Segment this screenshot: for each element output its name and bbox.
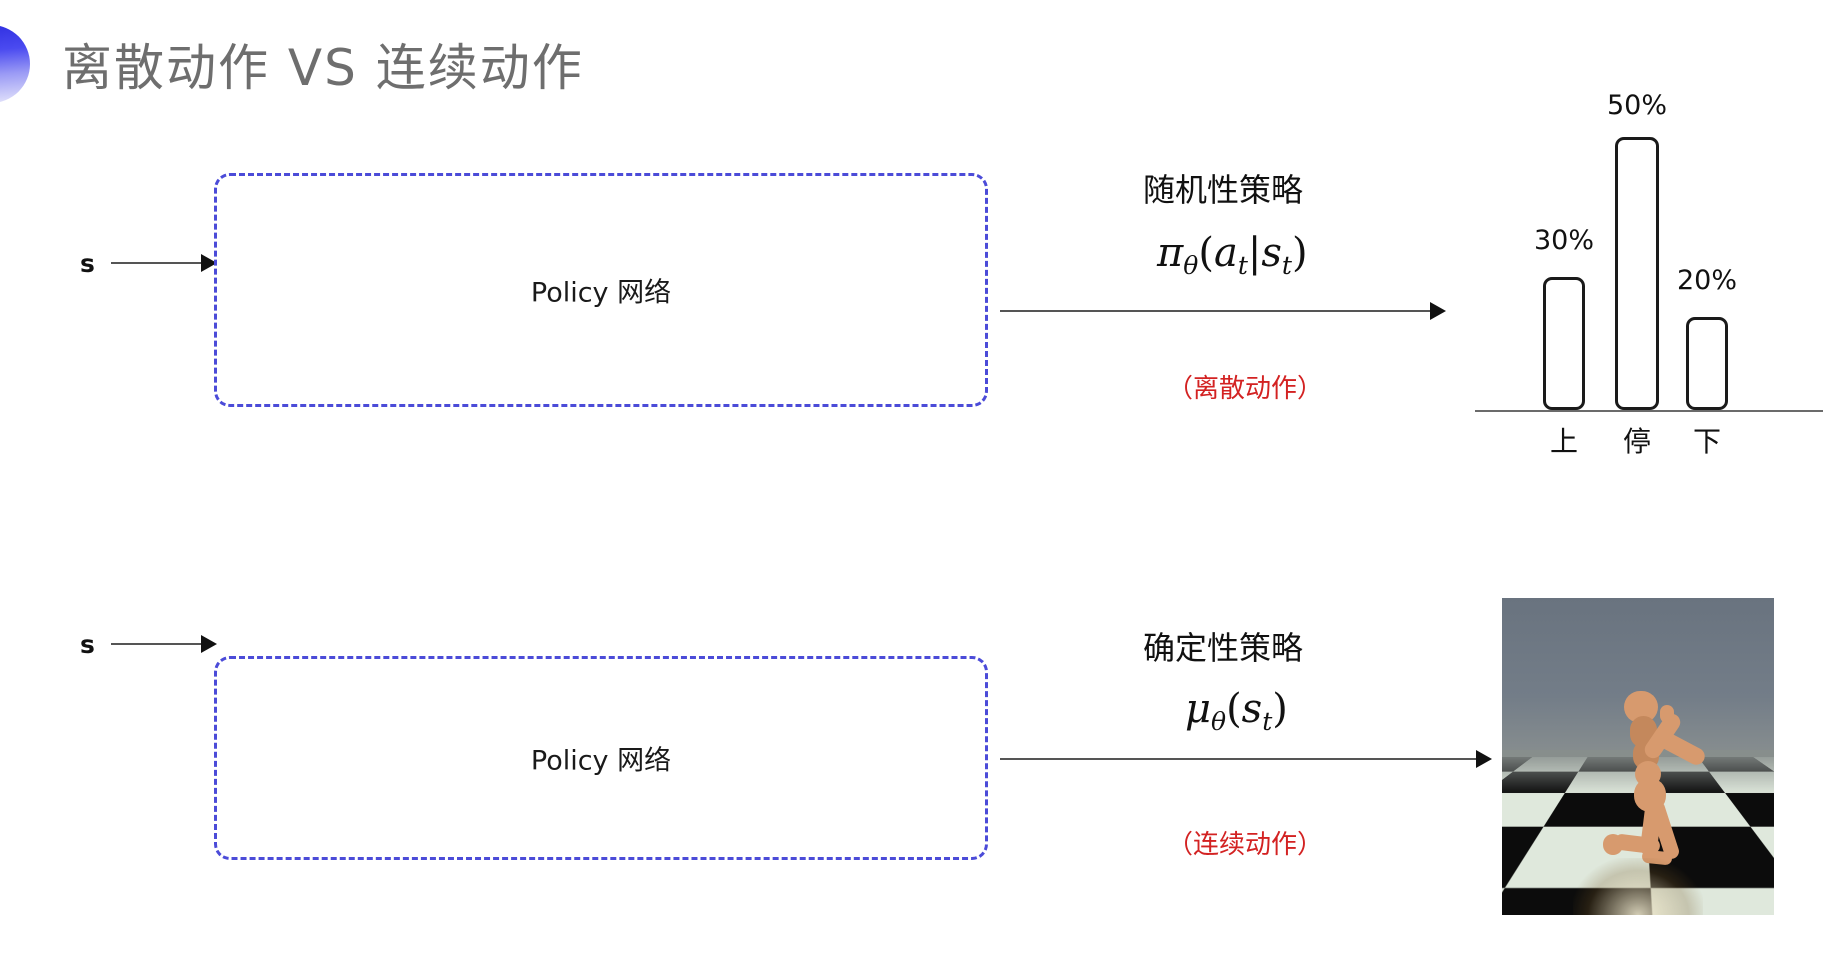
page-title: 离散动作 VS 连续动作 <box>62 39 584 97</box>
formula-a-discrete: a <box>1213 230 1238 276</box>
input-state-label-discrete: s <box>80 249 95 278</box>
bar-value-up: 30% <box>1533 225 1594 256</box>
policy-type-label-discrete: 随机性策略 <box>1143 171 1304 209</box>
bar-down[interactable] <box>1686 317 1728 410</box>
continuous-action-note: （连续动作） <box>1167 830 1324 860</box>
bar-stay[interactable] <box>1615 137 1659 410</box>
output-arrow-line-discrete <box>1000 310 1434 312</box>
half-circle-gradient-icon <box>0 25 30 103</box>
input-state-label-continuous: s <box>80 630 95 659</box>
formula-theta-continuous: θ <box>1211 707 1227 736</box>
policy-network-label-discrete: Policy 网络 <box>530 277 672 309</box>
formula-open-paren-discrete: ( <box>1198 230 1214 276</box>
formula-a-sub-discrete: t <box>1237 251 1248 280</box>
humanoid-hand <box>1660 705 1674 723</box>
sim-floor-reflection <box>1572 857 1704 915</box>
formula-s-discrete: s <box>1261 230 1282 276</box>
humanoid-simulation-image <box>1502 598 1774 915</box>
input-arrow-line-continuous <box>111 643 206 645</box>
policy-network-box-continuous[interactable]: Policy 网络 <box>214 656 988 860</box>
formula-mu-continuous: μ <box>1185 686 1211 732</box>
policy-network-box-discrete[interactable]: Policy 网络 <box>214 173 988 407</box>
chart-baseline-axis <box>1475 410 1823 412</box>
formula-bar-discrete: | <box>1247 230 1262 276</box>
formula-continuous: μθ(st) <box>1185 686 1288 736</box>
formula-pi-discrete: π <box>1157 230 1184 276</box>
discrete-action-note: （离散动作） <box>1167 374 1324 404</box>
formula-close-paren-continuous: ) <box>1272 686 1288 732</box>
formula-discrete: πθ(at|st) <box>1157 230 1308 280</box>
output-arrow-head-continuous <box>1476 750 1492 768</box>
formula-close-paren-discrete: ) <box>1291 230 1308 276</box>
input-arrow-line-discrete <box>111 262 206 264</box>
bar-category-down: 下 <box>1692 425 1721 458</box>
output-arrow-head-discrete <box>1430 302 1446 320</box>
formula-s-continuous: s <box>1241 686 1263 732</box>
bar-value-down: 20% <box>1676 265 1737 296</box>
humanoid-foot-back <box>1603 834 1623 855</box>
action-probability-bar-chart: 30% 上 50% 停 20% 下 <box>1455 90 1846 458</box>
formula-open-paren-continuous: ( <box>1226 686 1242 732</box>
input-arrow-head-discrete <box>201 254 217 272</box>
bar-category-up: 上 <box>1549 425 1578 458</box>
bar-category-stay: 停 <box>1622 425 1651 458</box>
bar-up[interactable] <box>1543 277 1585 410</box>
bar-value-stay: 50% <box>1606 90 1667 121</box>
input-arrow-head-continuous <box>201 635 217 653</box>
output-arrow-line-continuous <box>1000 758 1480 760</box>
policy-type-label-continuous: 确定性策略 <box>1143 629 1304 667</box>
formula-s-sub-continuous: t <box>1262 707 1273 736</box>
policy-network-label-continuous: Policy 网络 <box>530 745 672 777</box>
formula-theta-discrete: θ <box>1183 251 1199 280</box>
formula-s-sub-discrete: t <box>1281 251 1292 280</box>
